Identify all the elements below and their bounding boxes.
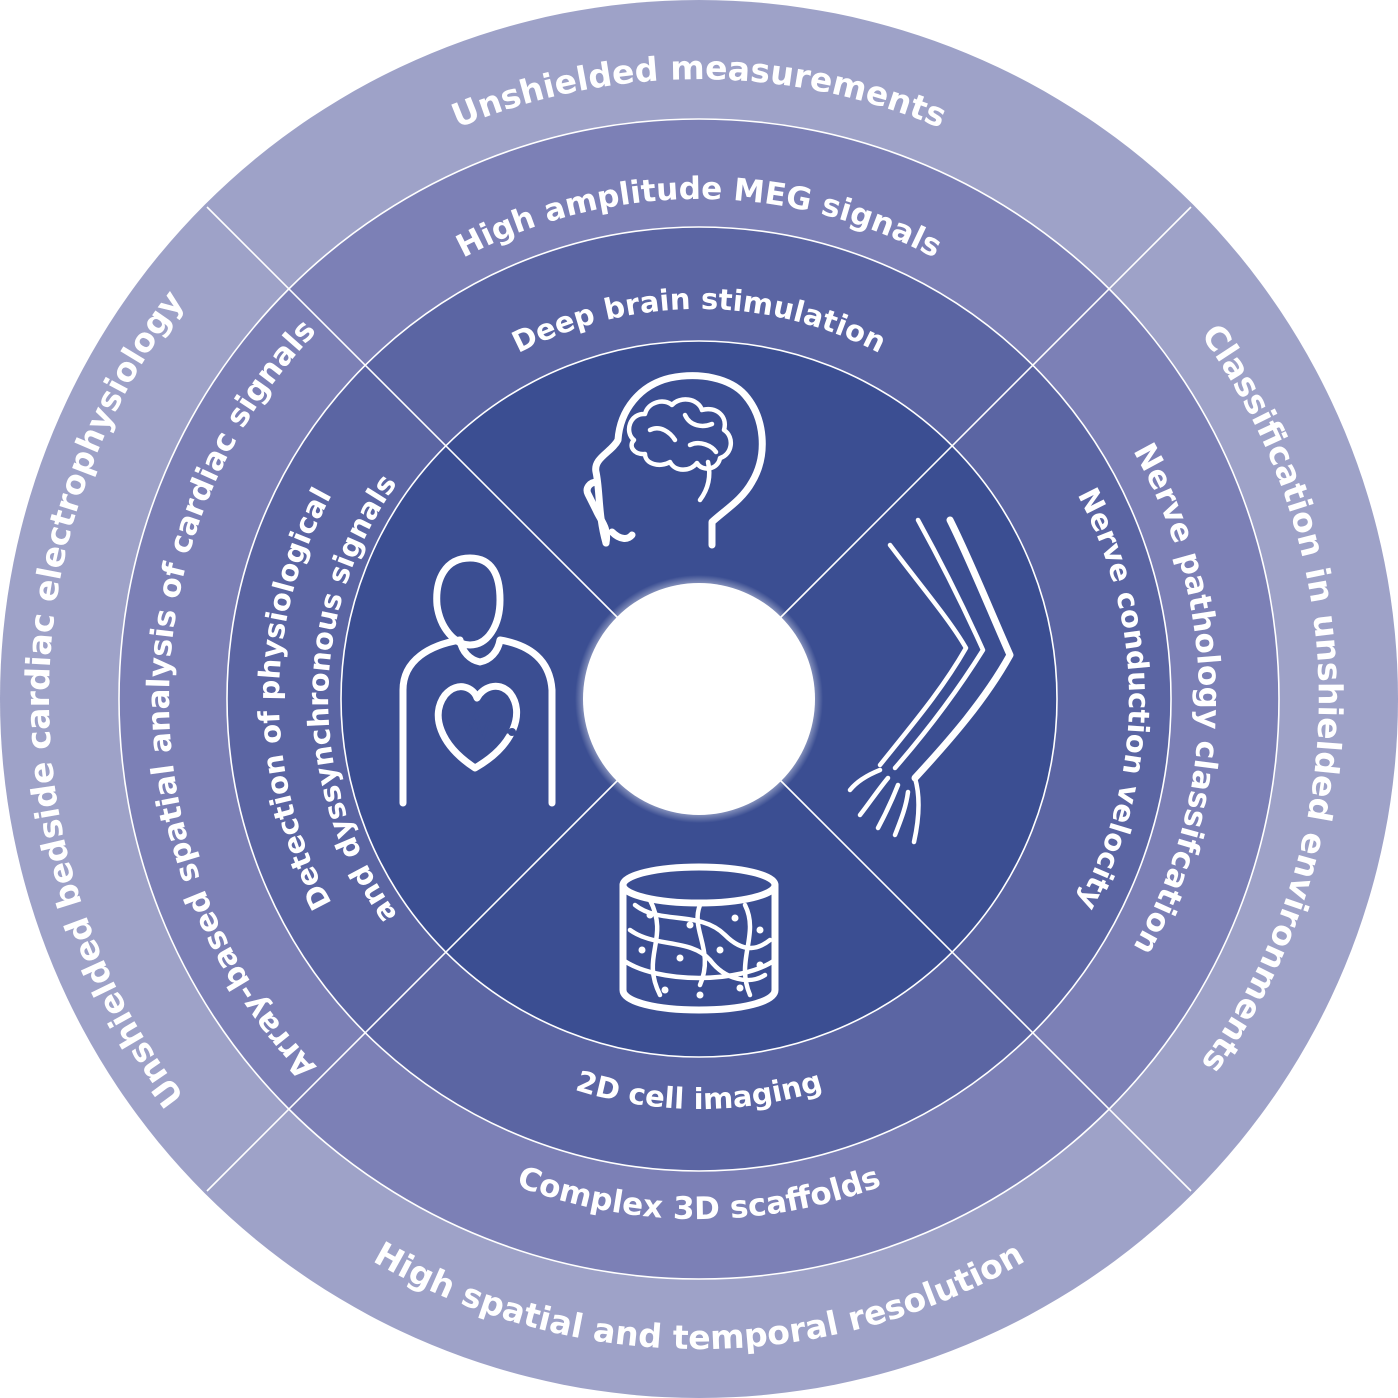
ekg-dot xyxy=(508,728,516,736)
divider-se xyxy=(779,779,1192,1192)
sector-dividers xyxy=(206,206,1192,1192)
3d-scaffold-cylinder-icon xyxy=(619,863,779,1014)
divider-ne xyxy=(779,206,1192,619)
divider-nw xyxy=(206,206,619,619)
arm-nerve-icon xyxy=(847,516,1014,845)
human-head-brain-icon xyxy=(583,372,766,549)
divider-sw xyxy=(206,779,619,1192)
ekg-line xyxy=(444,712,512,744)
person-heart-ekg-icon xyxy=(399,554,556,807)
center-circle xyxy=(583,583,815,815)
